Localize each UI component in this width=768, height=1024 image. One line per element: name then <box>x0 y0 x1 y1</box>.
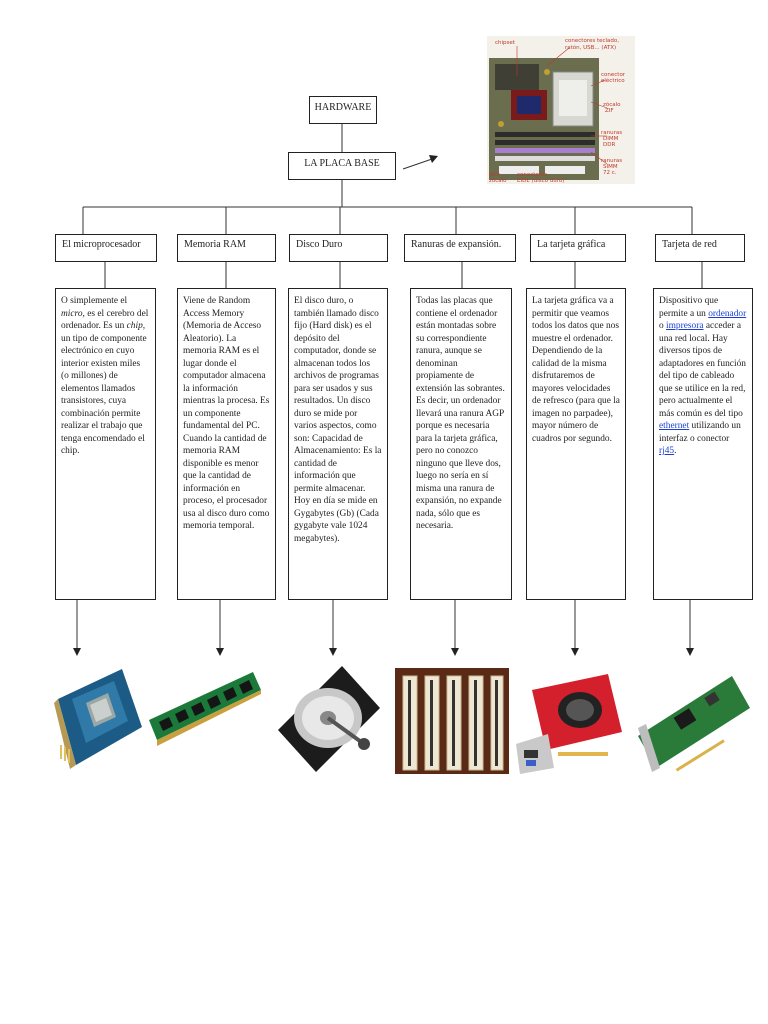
link-impresora[interactable]: impresora <box>666 321 704 331</box>
desc-hard-disk: El disco duro, o también llamado disco f… <box>288 288 388 600</box>
hardware-node: HARDWARE <box>309 96 377 124</box>
label-keyboard-connectors: conectores teclado, <box>565 38 619 44</box>
svg-text:72 c.: 72 c. <box>603 170 617 176</box>
graphics-card-image <box>516 674 622 774</box>
cpu-chip-image <box>54 669 142 769</box>
motherboard-image: chipset conectores teclado, ratón, USB..… <box>487 36 635 184</box>
svg-text:zócalo: zócalo <box>489 177 507 184</box>
label-dimm: ranuras <box>601 130 622 136</box>
label-eide: conectores <box>517 172 547 178</box>
svg-text:eléctrico: eléctrico <box>601 77 625 84</box>
title-network-card: Tarjeta de red <box>655 234 745 262</box>
title-microprocessor: El microprocesador <box>55 234 157 262</box>
desc-expansion-slots: Todas las placas que contiene el ordenad… <box>410 288 512 600</box>
expansion-slots-image <box>395 668 509 774</box>
desc-ram: Viene de Random Access Memory (Memoria d… <box>177 288 276 600</box>
desc-graphics-card: La tarjeta gráfica va a permitir que vea… <box>526 288 626 600</box>
svg-text:EIDE (disco duro): EIDE (disco duro) <box>517 178 564 184</box>
label-power-connector: conector <box>601 72 626 78</box>
motherboard-node: LA PLACA BASE <box>288 152 396 180</box>
title-expansion-slots: Ranuras de expansión. <box>404 234 516 262</box>
label-simm: ranuras <box>601 158 622 164</box>
hardware-title: HARDWARE <box>314 102 372 113</box>
svg-text:ZIF: ZIF <box>605 108 614 114</box>
network-card-image <box>638 676 750 772</box>
ram-module-image <box>149 672 261 746</box>
label-chipset: chipset <box>495 40 516 46</box>
label-zif-socket: zócalo <box>603 101 621 108</box>
title-hard-disk: Disco Duro <box>289 234 388 262</box>
italic-term: chip <box>126 321 143 331</box>
svg-text:ratón, USB... (ATX): ratón, USB... (ATX) <box>565 44 616 51</box>
italic-term: micro <box>61 308 83 319</box>
desc-network-card: Dispositivo que permite a un ordenador o… <box>653 288 753 600</box>
link-ethernet[interactable]: ethernet <box>659 421 690 431</box>
motherboard-title: LA PLACA BASE <box>304 158 380 169</box>
link-rj45[interactable]: rj45 <box>659 446 675 456</box>
hard-disk-image <box>278 666 380 772</box>
title-graphics-card: La tarjeta gráfica <box>530 234 626 262</box>
link-ordenador[interactable]: ordenador <box>708 308 747 319</box>
svg-text:SIMM: SIMM <box>603 164 618 170</box>
desc-microprocessor: O simplemente el micro, es el cerebro de… <box>55 288 156 600</box>
label-other-socket: otro <box>489 172 501 178</box>
svg-text:DDR: DDR <box>603 142 615 148</box>
title-ram: Memoria RAM <box>177 234 276 262</box>
svg-text:DIMM: DIMM <box>603 136 619 142</box>
